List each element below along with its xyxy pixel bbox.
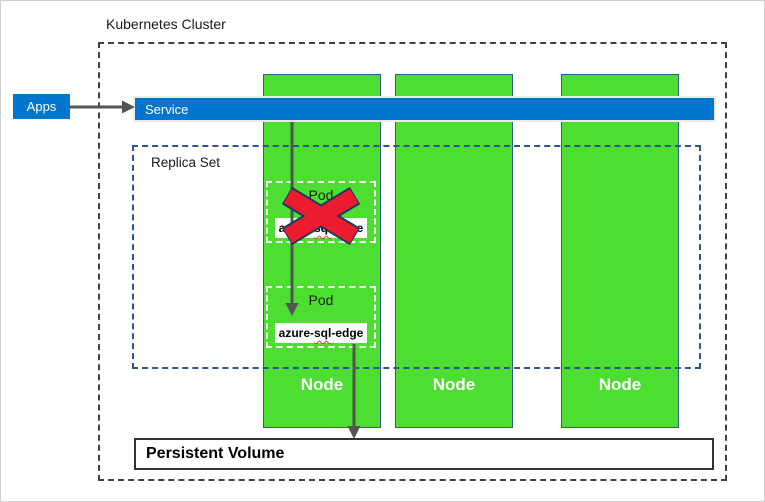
pod-label: Pod xyxy=(308,292,334,308)
node-label: Node xyxy=(300,375,344,394)
node-label: Node xyxy=(598,375,642,394)
service-label: Service xyxy=(145,101,189,117)
pod-box-failed: Pod azure-sql-edge xyxy=(266,181,376,243)
node-column-3: Node xyxy=(561,74,679,428)
replica-set-label: Replica Set xyxy=(151,155,221,170)
pod-label: Pod xyxy=(308,187,334,203)
node-column-2: Node xyxy=(395,74,513,428)
replica-set-boundary: Replica Set xyxy=(132,145,701,369)
container-name: azure-sql-edge xyxy=(278,221,364,235)
persistent-volume-label: Persistent Volume xyxy=(146,445,285,462)
cluster-boundary xyxy=(98,42,727,481)
container-name-box: azure-sql-edge xyxy=(275,218,367,238)
cluster-title: Kubernetes Cluster xyxy=(106,16,226,32)
container-name: azure-sql-edge xyxy=(278,326,364,340)
node-column-1: Node xyxy=(263,74,381,428)
pod-box-running: Pod azure-sql-edge xyxy=(266,286,376,348)
service-bar: Service xyxy=(135,98,714,120)
container-name-box: azure-sql-edge xyxy=(275,323,367,343)
apps-label: Apps xyxy=(26,99,57,114)
node-label: Node xyxy=(432,375,476,394)
persistent-volume-box: Persistent Volume xyxy=(134,438,714,470)
apps-box: Apps xyxy=(13,94,70,119)
